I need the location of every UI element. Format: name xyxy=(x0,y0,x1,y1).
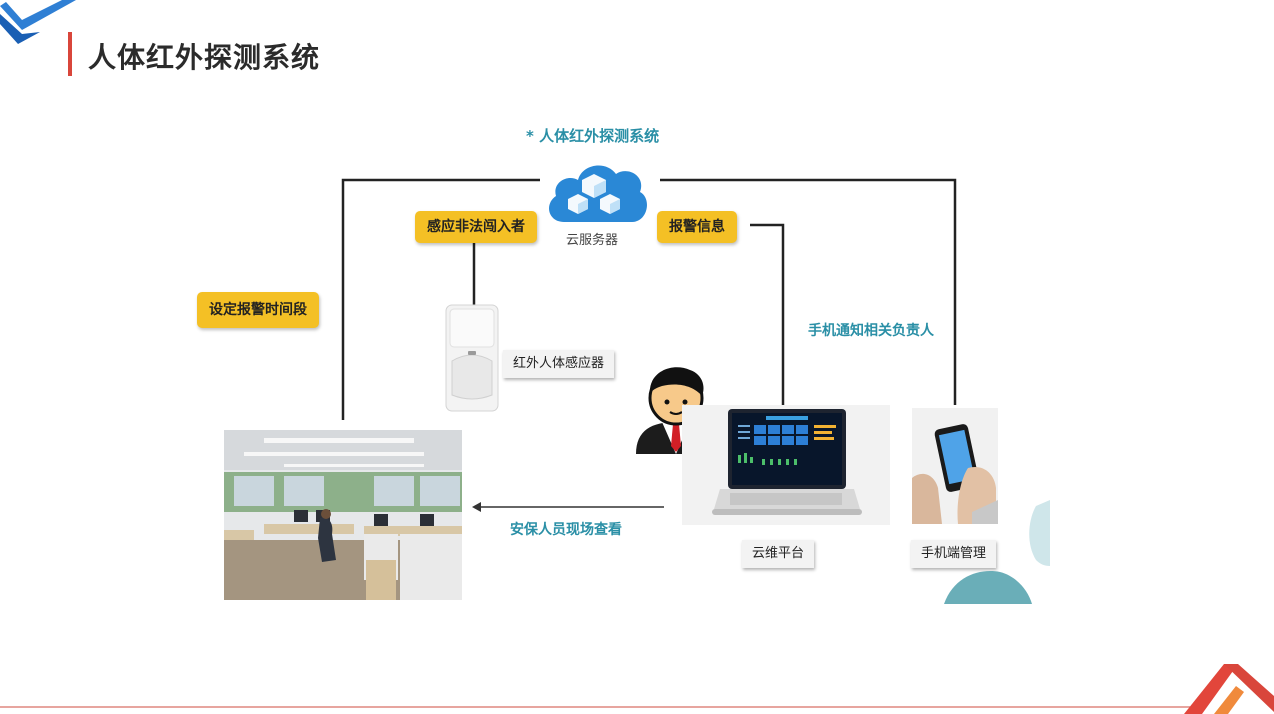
mobile-management-label: 手机端管理 xyxy=(911,540,997,568)
line-alarm-to-laptop xyxy=(750,223,785,408)
line-cloud-to-phone xyxy=(660,178,957,405)
title-accent-bar xyxy=(68,32,72,76)
tag-alarm-info: 报警信息 xyxy=(657,211,737,243)
diagram-system-title: * 人体红外探测系统 xyxy=(526,127,660,145)
arrow-to-office xyxy=(472,502,664,512)
cloud-platform-label: 云维平台 xyxy=(742,540,815,568)
security-onsite-text: 安保人员现场查看 xyxy=(510,522,622,538)
office-scene-image xyxy=(224,430,462,600)
notify-manager-text: 手机通知相关负责人 xyxy=(808,323,934,339)
line-cloud-to-office xyxy=(341,178,540,420)
page-title: 人体红外探测系统 xyxy=(88,41,321,74)
tag-detect-intruder: 感应非法闯入者 xyxy=(415,211,537,243)
cloud-server-label: 云服务器 xyxy=(566,233,619,248)
infrared-sensor-image xyxy=(445,304,499,412)
sensor-label: 红外人体感应器 xyxy=(503,350,615,378)
brand-logo-mark xyxy=(0,0,76,44)
cloud-server-icon xyxy=(549,165,647,222)
footer-divider xyxy=(0,706,1190,708)
brand-corner-mark xyxy=(1184,664,1274,714)
cloud-platform-laptop-image xyxy=(682,405,890,525)
mobile-phone-image xyxy=(912,408,998,524)
tag-set-alarm-period: 设定报警时间段 xyxy=(197,292,319,328)
decorative-teal-shapes xyxy=(944,500,1050,604)
